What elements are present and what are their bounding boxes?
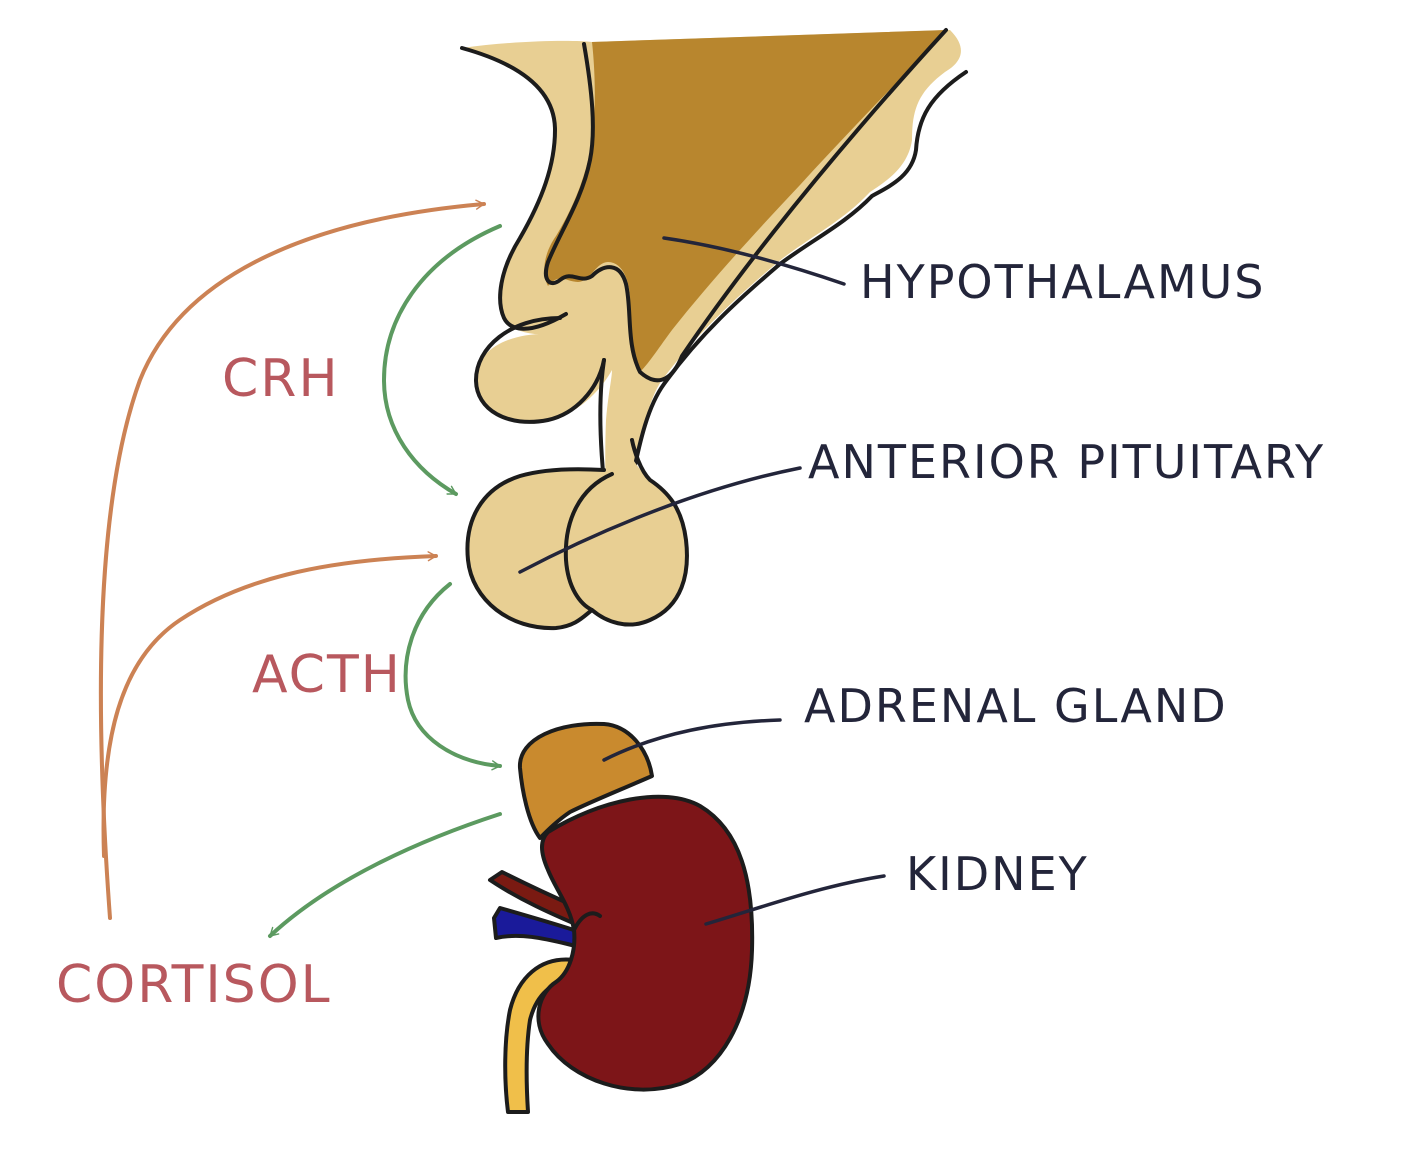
pituitary-leader [518, 466, 802, 574]
acth-label: ACTH [252, 645, 402, 705]
kidney [488, 794, 755, 1114]
cortisol-feedback-pituitary-arrow [101, 551, 438, 858]
cortisol-release-arrow [268, 812, 502, 938]
anterior-pituitary [465, 438, 689, 631]
adrenal-leader [602, 718, 782, 762]
pituitary-lobe-divider [563, 472, 614, 612]
kidney-leader [704, 874, 886, 926]
hypothalamus-label: HYPOTHALAMUS [860, 255, 1266, 309]
hypothalamus-outline [543, 28, 948, 383]
kidney-shape [536, 794, 755, 1092]
brain-outline-right [630, 70, 968, 482]
brain-tissue [462, 30, 961, 545]
pituitary-shape [465, 450, 687, 628]
hypothalamus-leader [662, 236, 846, 286]
adrenal-gland-label: ADRENAL GLAND [804, 679, 1228, 733]
kidney-hilum [572, 911, 602, 932]
crh-label: CRH [222, 349, 340, 409]
cortisol-label: CORTISOL [56, 955, 332, 1015]
brain-region [460, 28, 968, 545]
cortisol-feedback-hypothalamus-arrow [98, 199, 486, 920]
crh-stimulation-arrow [382, 224, 502, 496]
ureter [503, 957, 576, 1114]
anterior-pituitary-label: ANTERIOR PITUITARY [808, 435, 1325, 489]
posterior-lobe-outline [474, 316, 606, 424]
brain-outline-left [460, 46, 568, 331]
kidney-label: KIDNEY [906, 847, 1089, 901]
acth-stimulation-arrow [403, 582, 502, 771]
hypothalamus-shape [544, 30, 946, 372]
